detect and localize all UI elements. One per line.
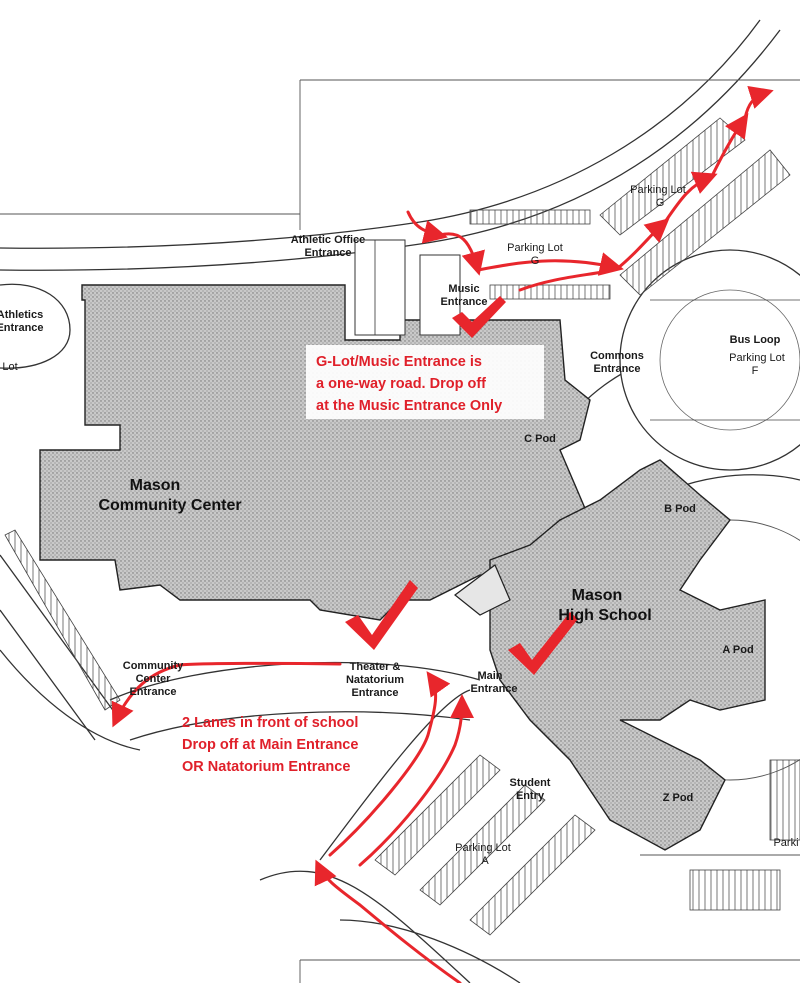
main-entrance-label-1: Main <box>477 670 502 682</box>
high-school-building <box>454 459 766 851</box>
music-entrance-note: G-Lot/Music Entrance is a one-way road. … <box>306 345 544 419</box>
lot-g-lower-label-1: Parking Lot <box>507 242 563 254</box>
community-center-label-2: Community Center <box>98 497 241 514</box>
community-center-entrance-label-2: Center <box>136 673 172 685</box>
music-wing <box>354 239 461 336</box>
z-pod-label: Z Pod <box>663 792 694 804</box>
commons-entrance-label-2: Entrance <box>593 363 640 375</box>
high-school-label-1: Mason <box>572 587 623 604</box>
lot-f-label-2: F <box>752 365 759 377</box>
music-note-line-2: a one-way road. Drop off <box>316 376 486 392</box>
music-entrance-label-2: Entrance <box>440 296 487 308</box>
student-entry-label-2: Entry <box>516 790 545 802</box>
high-school-label-2: High School <box>558 607 651 624</box>
commons-entrance-label-1: Commons <box>590 350 644 362</box>
lot-g-upper-label-2: G <box>656 197 665 209</box>
athletics-label-2: Entrance <box>0 322 44 334</box>
athletic-office-label-1: Athletic Office <box>291 234 366 246</box>
theater-entrance-label-2: Natatorium <box>346 674 404 686</box>
music-entrance-label-1: Music <box>448 283 479 295</box>
theater-entrance-label-1: Theater & <box>350 661 401 673</box>
lanes-note-line-1: 2 Lanes in front of school <box>182 715 358 731</box>
lot-f-label-1: Parking Lot <box>729 352 785 364</box>
drop-off-checkmarks <box>345 296 578 675</box>
lot-g-upper-label-1: Parking Lot <box>630 184 686 196</box>
main-entrance-label-2: Entrance <box>470 683 517 695</box>
theater-checkmark <box>345 580 418 650</box>
bus-loop-label: Bus Loop <box>730 334 781 346</box>
community-center-entrance-label-1: Community <box>123 660 184 672</box>
music-note-line-3: at the Music Entrance Only <box>316 398 502 414</box>
athletics-label-1: Athletics <box>0 309 43 321</box>
lanes-note-line-2: Drop off at Main Entrance <box>182 737 358 753</box>
theater-entrance-label-3: Entrance <box>351 687 398 699</box>
music-note-line-1: G-Lot/Music Entrance is <box>316 354 482 370</box>
lot-g-lower-label-2: G <box>531 255 540 267</box>
left-lot-label: Lot <box>2 361 17 373</box>
lot-a-label-1: Parking Lot <box>455 842 511 854</box>
lot-a-label-2: A <box>481 855 489 867</box>
map-labels: Mason Community Center Mason High School… <box>0 184 799 867</box>
student-entry-label-1: Student <box>510 777 551 789</box>
front-lanes-note: 2 Lanes in front of school Drop off at M… <box>182 715 358 775</box>
athletic-office-label-2: Entrance <box>304 247 351 259</box>
lanes-note-line-3: OR Natatorium Entrance <box>182 759 350 775</box>
music-checkmark <box>452 296 506 338</box>
b-pod-label: B Pod <box>664 503 696 515</box>
community-center-entrance-label-3: Entrance <box>129 686 176 698</box>
main-checkmark <box>508 612 578 675</box>
right-lot-label: Parki <box>773 837 798 849</box>
a-pod-label: A Pod <box>722 644 753 656</box>
parking-stalls <box>4 117 800 936</box>
community-center-label-1: Mason <box>130 477 181 494</box>
c-pod-label: C Pod <box>524 433 556 445</box>
route-arrows <box>111 85 774 983</box>
